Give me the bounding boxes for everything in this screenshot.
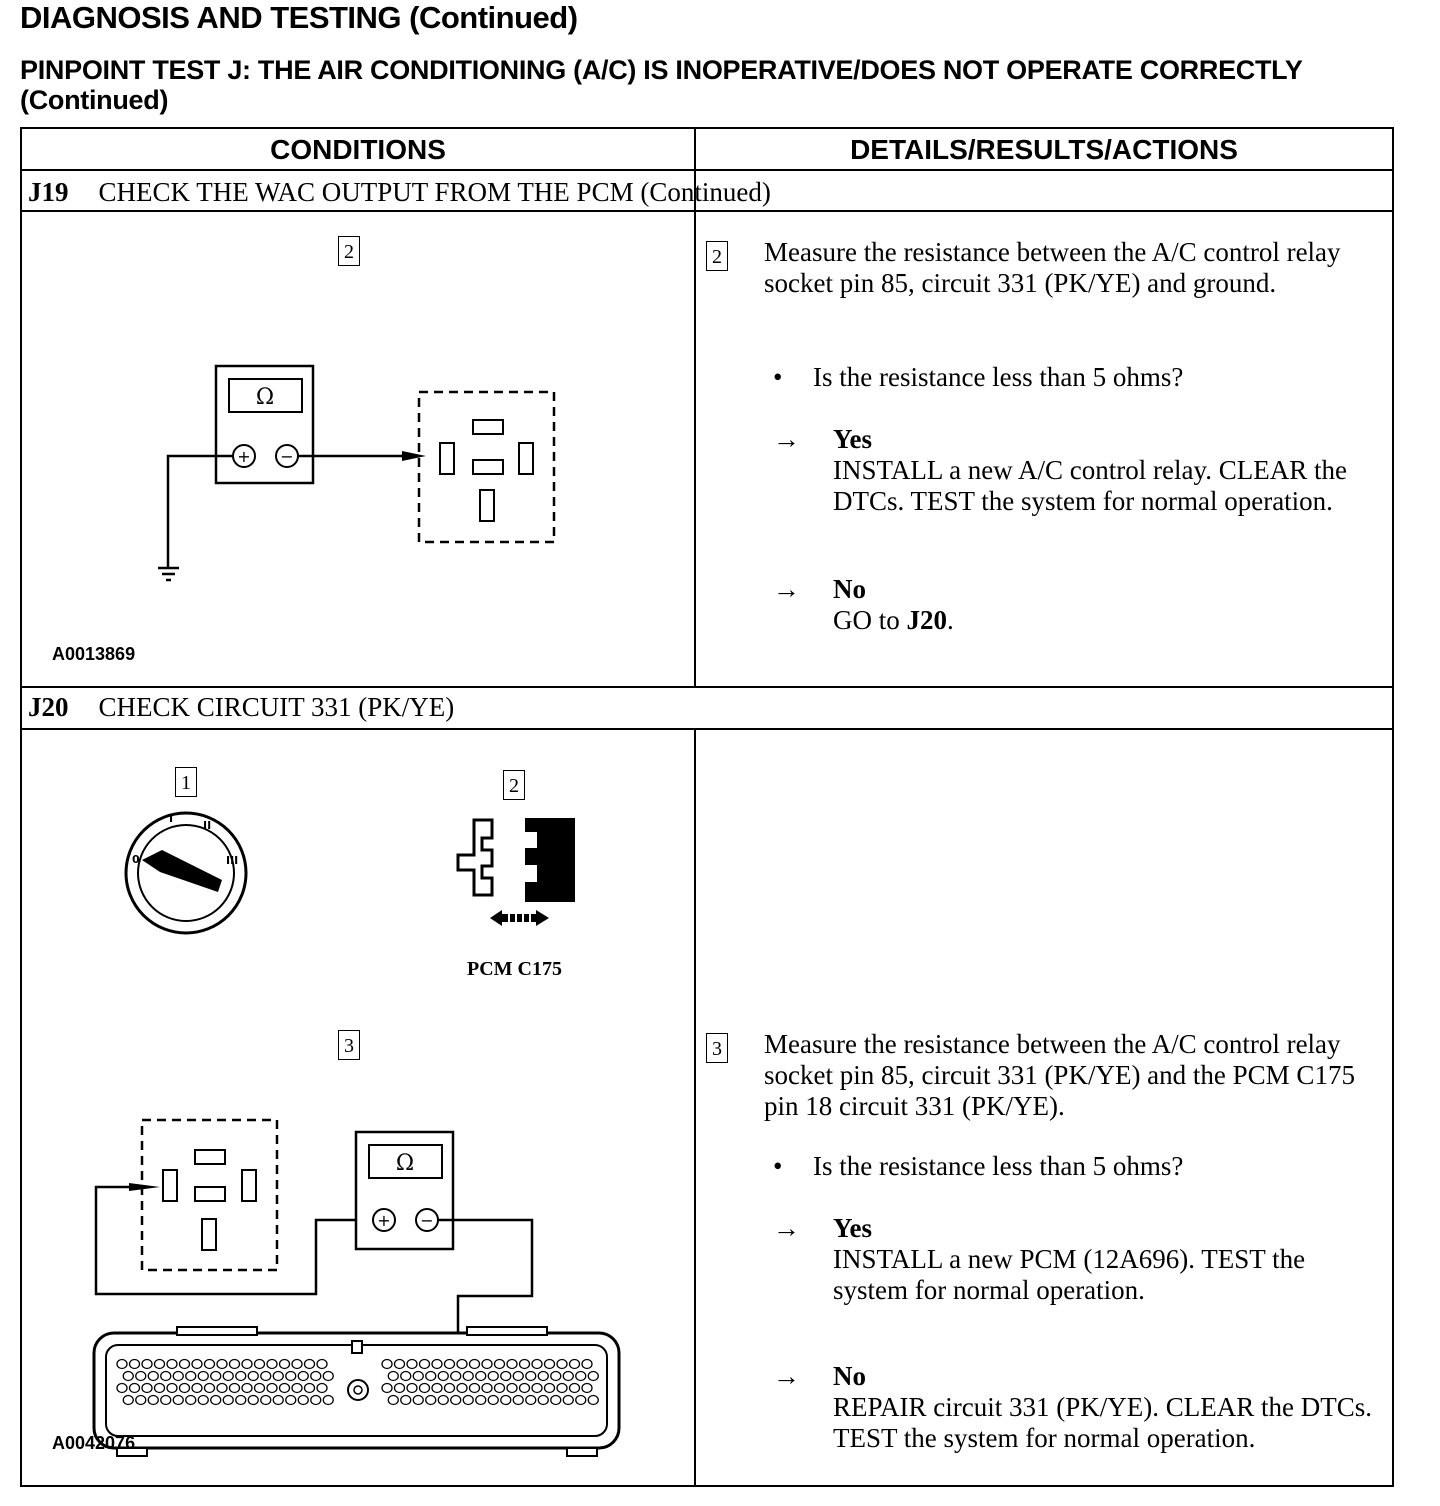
step-header-j20: J20 CHECK CIRCUIT 331 (PK/YE)	[28, 692, 454, 723]
step-code: J20	[28, 692, 69, 722]
column-divider-j19	[694, 210, 696, 688]
relay-socket-icon	[140, 1118, 279, 1272]
j19-result-yes: → Yes INSTALL a new A/C control relay. C…	[773, 424, 1373, 554]
step-instruction: Measure the resistance between the A/C c…	[764, 237, 1341, 298]
result-action: GO to J20.	[833, 605, 954, 635]
figure-step-box: 2	[338, 236, 360, 266]
j19-figure: 2 Ω + − A0013869	[22, 212, 694, 686]
pin-grid-left	[116, 1358, 334, 1406]
pinpoint-test-title: PINPOINT TEST J: THE AIR CONDITIONING (A…	[20, 55, 1303, 115]
step-title: CHECK CIRCUIT 331 (PK/YE)	[98, 692, 455, 722]
j19-result-no: → No GO to J20.	[773, 574, 1373, 644]
svg-text:+: +	[377, 1211, 390, 1230]
arrow-icon: →	[773, 574, 800, 604]
figure-id: A0013869	[52, 644, 136, 664]
connector-disconnect-icon	[456, 818, 575, 926]
result-label: No	[833, 574, 866, 604]
ignition-switch-icon: 0 I II III	[124, 811, 248, 935]
j20-row-divider-top	[22, 686, 1392, 688]
result-label: No	[833, 1361, 866, 1391]
j20-step-3: 3 Measure the resistance between the A/C…	[706, 1029, 1386, 1129]
j20-result-yes: → Yes INSTALL a new PCM (12A696). TEST t…	[773, 1213, 1373, 1313]
arrow-icon: →	[773, 1213, 800, 1243]
step-instruction: Measure the resistance between the A/C c…	[764, 1029, 1355, 1121]
header-divider	[22, 169, 1392, 171]
svg-text:+: +	[237, 447, 250, 466]
j20-diagrams: 0 I II III	[92, 811, 621, 1457]
figure-step-box: 1	[175, 767, 197, 797]
figure-step-box: 2	[503, 770, 525, 800]
j20-figure: 1 2 3 PCM C175 0 I II III	[22, 730, 694, 1485]
connector-label: PCM C175	[467, 958, 562, 980]
svg-text:−: −	[280, 447, 293, 466]
result-action: INSTALL a new A/C control relay. CLEAR t…	[833, 455, 1347, 516]
j19-title-divider	[22, 210, 1392, 212]
arrow-icon: →	[773, 424, 800, 454]
svg-text:Ω: Ω	[256, 385, 274, 410]
pcm-connector-icon	[92, 1326, 621, 1457]
svg-text:Ω: Ω	[396, 1151, 414, 1176]
ohmmeter-icon: Ω + −	[354, 1130, 455, 1251]
result-label: Yes	[833, 1213, 872, 1243]
svg-text:II: II	[203, 819, 211, 832]
step-header-j19: J19 CHECK THE WAC OUTPUT FROM THE PCM (Co…	[28, 177, 771, 208]
j19-step-2: 2 Measure the resistance between the A/C…	[706, 237, 1386, 337]
result-action: INSTALL a new PCM (12A696). TEST the sys…	[833, 1244, 1306, 1305]
relay-socket-icon	[417, 390, 556, 544]
page-title: DIAGNOSIS AND TESTING (Continued)	[20, 0, 578, 35]
probe-tip-icon	[402, 451, 426, 461]
column-header-details: DETAILS/RESULTS/ACTIONS	[850, 134, 1238, 165]
goto-step-link[interactable]: J20	[906, 605, 948, 635]
step-code: J19	[28, 177, 69, 207]
svg-text:−: −	[420, 1211, 433, 1230]
column-divider-j20	[694, 728, 696, 1485]
svg-text:0: 0	[132, 853, 140, 866]
svg-text:I: I	[169, 812, 173, 825]
j20-result-no: → No REPAIR circuit 331 (PK/YE). CLEAR t…	[773, 1361, 1373, 1485]
result-action: REPAIR circuit 331 (PK/YE). CLEAR the DT…	[833, 1392, 1372, 1453]
pin-grid-right	[381, 1358, 599, 1406]
figure-id: A0042076	[52, 1433, 136, 1453]
ohmmeter-ground-diagram: Ω + −	[158, 364, 556, 582]
column-header-conditions: CONDITIONS	[270, 134, 446, 165]
svg-text:III: III	[226, 854, 238, 867]
step-title: CHECK THE WAC OUTPUT FROM THE PCM (Conti…	[98, 177, 771, 207]
step-number-box: 2	[706, 241, 728, 271]
arrow-icon: →	[773, 1361, 800, 1391]
bullet-icon: •	[773, 362, 783, 392]
figure-step-box: 3	[338, 1030, 360, 1060]
bullet-icon: •	[773, 1151, 783, 1181]
probe-tip-icon	[129, 1183, 160, 1191]
result-label: Yes	[833, 424, 872, 454]
step-number-box: 3	[706, 1033, 728, 1063]
j20-title-divider	[22, 728, 1392, 730]
